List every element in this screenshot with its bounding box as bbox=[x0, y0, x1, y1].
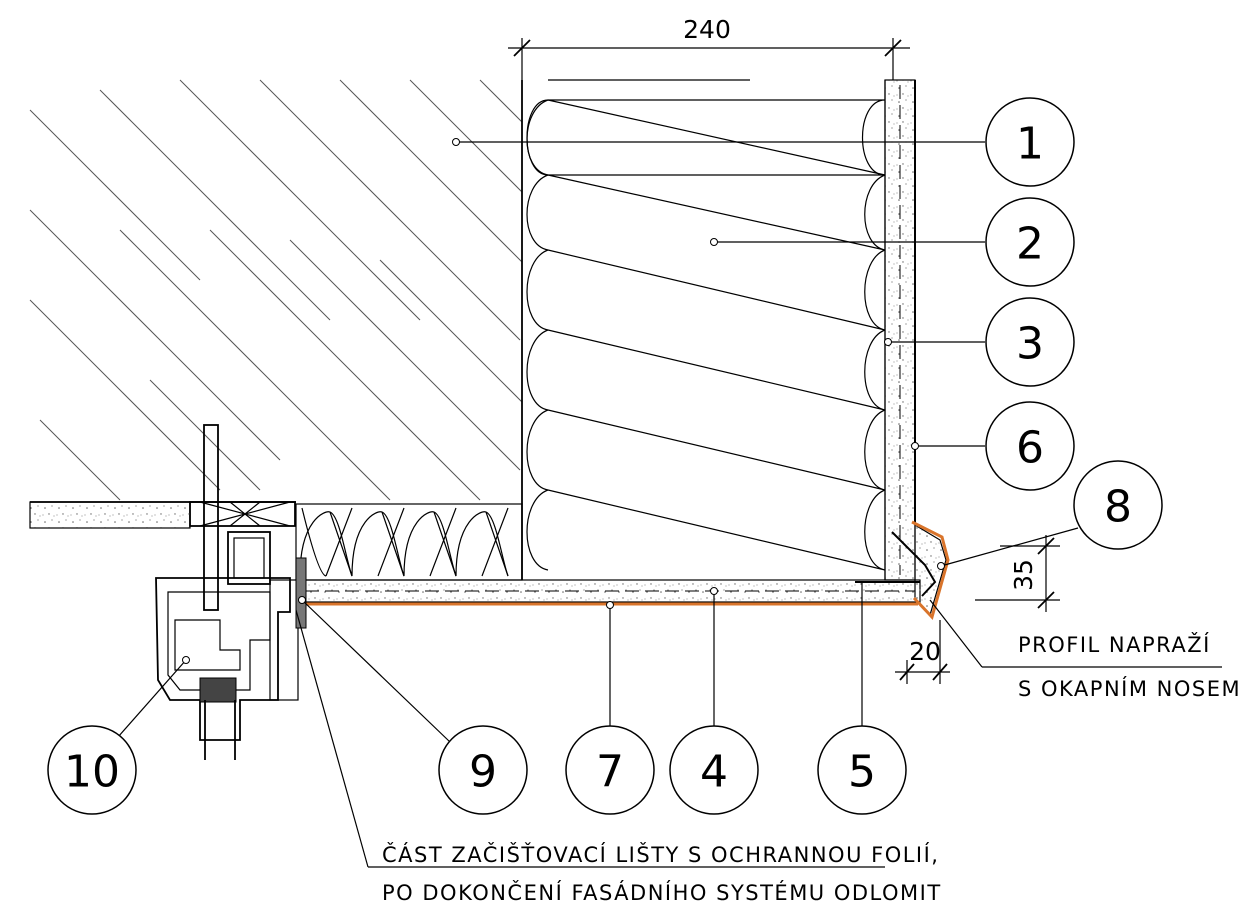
interior-finish bbox=[29, 501, 296, 529]
callout-5: 5 bbox=[817, 725, 907, 815]
svg-text:7: 7 bbox=[596, 747, 624, 798]
dimension-20-label: 20 bbox=[909, 637, 941, 666]
window-frame bbox=[155, 424, 299, 760]
profile-note-line1: PROFIL NAPRAŽÍ bbox=[1018, 632, 1211, 657]
svg-text:5: 5 bbox=[848, 747, 876, 798]
notes: PROFIL NAPRAŽÍ S OKAPNÍM NOSEM ČÁST ZAČI… bbox=[382, 632, 1241, 905]
svg-text:10: 10 bbox=[64, 747, 120, 798]
strip-note-line1: ČÁST ZAČIŠŤOVACÍ LIŠTY S OCHRANNOU FOLIÍ… bbox=[382, 842, 939, 867]
svg-text:8: 8 bbox=[1104, 482, 1132, 533]
facade-insulation bbox=[521, 79, 886, 580]
svg-text:3: 3 bbox=[1016, 319, 1044, 370]
dimension-35: 35 bbox=[975, 535, 1060, 612]
callout-2: 2 bbox=[985, 197, 1075, 287]
callout-3: 3 bbox=[985, 297, 1075, 387]
soffit-insulation bbox=[295, 503, 523, 581]
svg-text:9: 9 bbox=[469, 747, 497, 798]
callout-bubbles: 1 2 3 6 8 10 9 7 bbox=[47, 97, 1163, 815]
render-soffit bbox=[299, 579, 921, 606]
callout-10: 10 bbox=[47, 725, 137, 815]
callout-4: 4 bbox=[669, 725, 759, 815]
svg-text:1: 1 bbox=[1016, 119, 1044, 170]
dimension-35-label: 35 bbox=[1009, 559, 1038, 591]
drip-edge-profile bbox=[891, 520, 950, 620]
leader-lines bbox=[117, 138, 1222, 868]
svg-text:2: 2 bbox=[1016, 219, 1044, 270]
callout-8: 8 bbox=[1073, 460, 1163, 550]
render-vertical bbox=[884, 79, 916, 581]
svg-text:4: 4 bbox=[700, 747, 728, 798]
strip-note-line2: PO DOKONČENÍ FASÁDNÍHO SYSTÉMU ODLOMIT bbox=[382, 880, 942, 905]
svg-text:6: 6 bbox=[1016, 423, 1044, 474]
dimension-240: 240 bbox=[508, 15, 910, 80]
callout-9: 9 bbox=[438, 725, 528, 815]
callout-7: 7 bbox=[565, 725, 655, 815]
masonry-wall bbox=[29, 79, 523, 501]
dimension-240-label: 240 bbox=[683, 15, 731, 44]
callout-1: 1 bbox=[985, 97, 1075, 187]
callout-6: 6 bbox=[985, 401, 1075, 491]
profile-note-line2: S OKAPNÍM NOSEM bbox=[1018, 676, 1241, 701]
dimension-20: 20 bbox=[895, 620, 950, 684]
